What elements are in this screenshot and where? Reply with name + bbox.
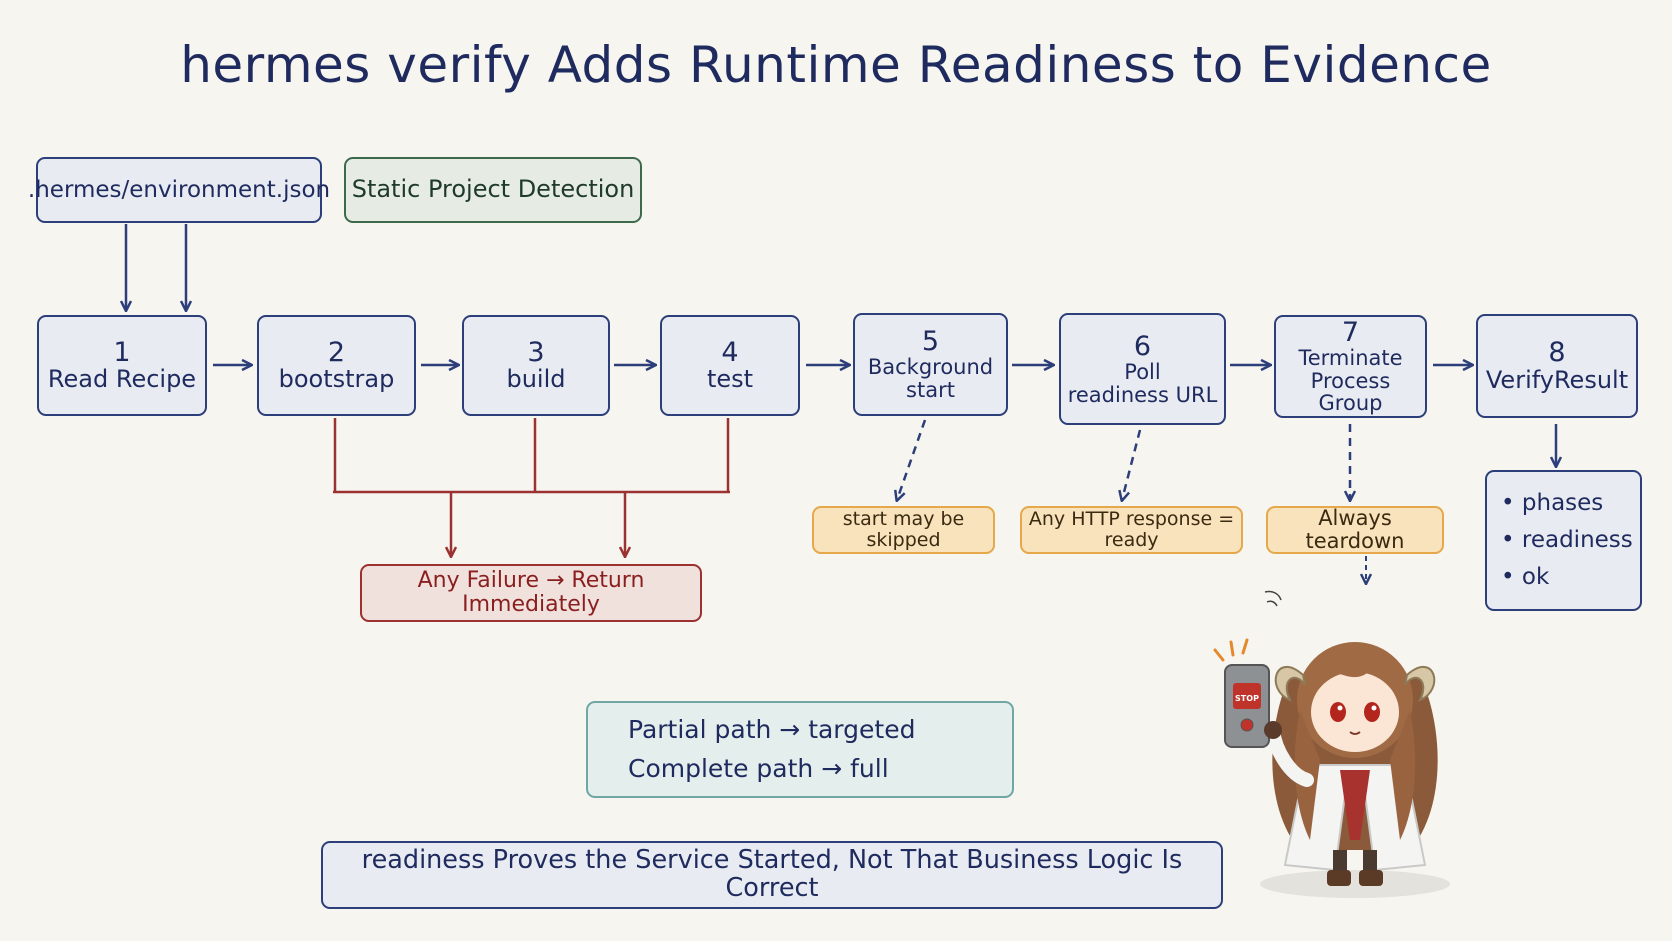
step-2-number: 2 bbox=[327, 336, 346, 368]
env-file-label: .hermes/environment.json bbox=[27, 176, 331, 203]
start-skip-note: start may be skipped bbox=[812, 506, 995, 554]
step-1-box: 1 Read Recipe bbox=[37, 315, 207, 416]
step-5-label-line1: Background bbox=[867, 355, 994, 380]
env-file-box: .hermes/environment.json bbox=[28, 157, 330, 223]
step-4-number: 4 bbox=[721, 336, 739, 368]
paths-box: Partial path → targeted Complete path → … bbox=[586, 701, 1014, 798]
step-3-label: build bbox=[506, 365, 566, 394]
footer-label: readiness Proves the Service Started, No… bbox=[361, 845, 1183, 903]
static-detection-box: Static Project Detection bbox=[344, 157, 642, 223]
dashed-arrow-start bbox=[897, 419, 927, 500]
step-8-label: VerifyResult bbox=[1485, 365, 1629, 394]
step-7-label-line1: Terminate bbox=[1298, 346, 1403, 371]
partial-path-label: Partial path → targeted bbox=[628, 714, 916, 744]
failure-connector bbox=[333, 418, 730, 556]
step-1-label: Read Recipe bbox=[47, 365, 197, 394]
result-item-readiness: • readiness bbox=[1501, 527, 1633, 554]
start-skip-label: start may be skipped bbox=[842, 508, 965, 551]
step-7-box: 7 Terminate Process Group bbox=[1274, 315, 1427, 418]
footer-box: readiness Proves the Service Started, No… bbox=[321, 841, 1223, 909]
teardown-label: Always teardown bbox=[1305, 506, 1405, 553]
http-ready-note: Any HTTP response = ready bbox=[1020, 506, 1243, 554]
stop-button-label: STOP bbox=[1235, 694, 1259, 703]
failure-label: Any Failure → Return Immediately bbox=[417, 568, 645, 617]
page-title: hermes verify Adds Runtime Readiness to … bbox=[180, 36, 1492, 94]
step-6-label-line2: readiness URL bbox=[1067, 382, 1218, 407]
teardown-note: Always teardown bbox=[1266, 506, 1444, 554]
step-2-box: 2 bootstrap bbox=[257, 315, 416, 416]
result-item-phases: • phases bbox=[1501, 490, 1604, 517]
complete-path-label: Complete path → full bbox=[628, 753, 889, 783]
step-7-number: 7 bbox=[1341, 316, 1360, 348]
step-6-box: 6 Poll readiness URL bbox=[1059, 313, 1226, 425]
result-list-box: • phases • readiness • ok bbox=[1485, 470, 1642, 611]
dashed-arrow-poll bbox=[1122, 429, 1142, 500]
result-item-ok: • ok bbox=[1501, 563, 1550, 590]
mascot-illustration: STOP bbox=[1213, 590, 1450, 898]
step-3-box: 3 build bbox=[462, 315, 610, 416]
step-8-number: 8 bbox=[1548, 337, 1566, 369]
step-2-label: bootstrap bbox=[278, 365, 395, 394]
step-5-box: 5 Background start bbox=[853, 313, 1008, 416]
step-5-label-line2: start bbox=[906, 378, 955, 403]
step-3-number: 3 bbox=[527, 336, 545, 368]
step-8-box: 8 VerifyResult bbox=[1476, 314, 1638, 418]
step-7-label-line2: Process Group bbox=[1310, 368, 1391, 416]
step-6-number: 6 bbox=[1133, 330, 1152, 362]
failure-box: Any Failure → Return Immediately bbox=[360, 564, 702, 622]
step-6-label-line1: Poll bbox=[1124, 359, 1161, 384]
step-4-label: test bbox=[706, 365, 754, 394]
step-5-number: 5 bbox=[921, 326, 940, 358]
static-detection-label: Static Project Detection bbox=[351, 175, 635, 204]
step-1-number: 1 bbox=[113, 336, 131, 368]
step-4-box: 4 test bbox=[660, 315, 800, 416]
http-ready-label: Any HTTP response = ready bbox=[1028, 508, 1235, 551]
